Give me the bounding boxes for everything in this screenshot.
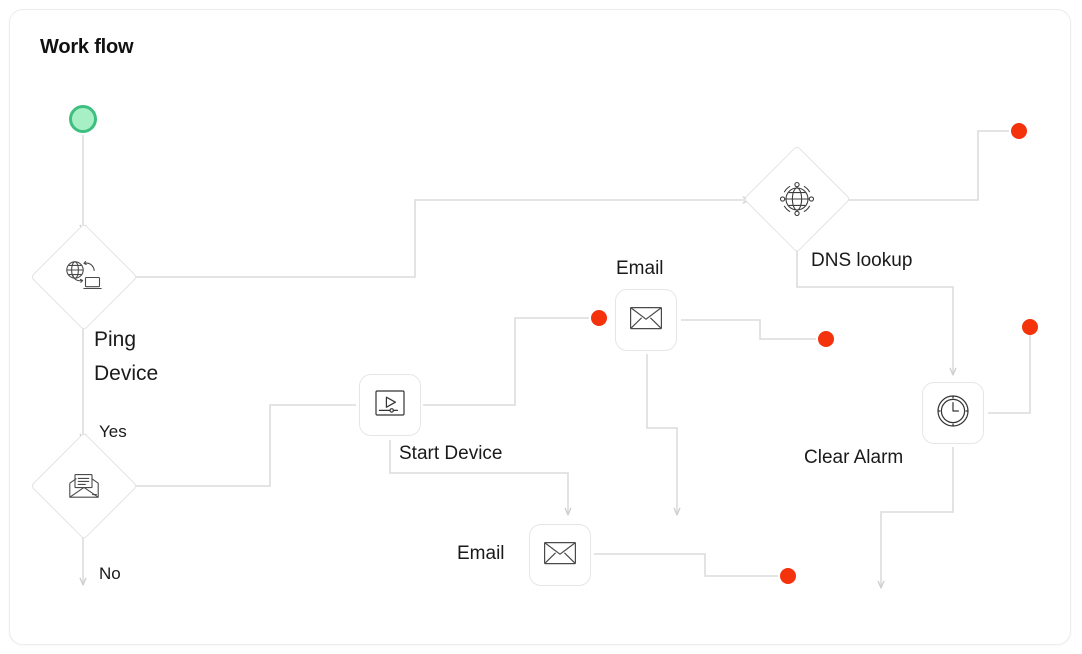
wire-start-device-to-email-bottom [389,440,568,515]
node-clear-alarm[interactable] [922,382,984,444]
wire-email-mid-to-dot [681,319,816,340]
clock-icon [936,394,970,433]
wire-email-to-start-device [126,404,356,487]
label-start-device: Start Device [399,443,503,464]
wire-email-mid-to-email-bottom [646,354,677,515]
start-circle-icon[interactable] [69,105,97,133]
label-clear-alarm: Clear Alarm [804,447,904,468]
node-ping-device[interactable] [30,223,138,331]
globe-laptop-icon [46,239,122,315]
end-dot-far-right[interactable] [1022,319,1038,335]
end-dot-email-left[interactable] [591,310,607,326]
node-email-decision[interactable] [30,432,138,540]
globe-network-icon [759,161,835,237]
wire-dns-to-dot-top [841,130,1009,201]
label-yes: Yes [99,422,127,441]
label-email-bottom: Email [457,543,505,564]
wire-clear-alarm-out [881,447,954,588]
node-email-bottom[interactable] [529,524,591,586]
envelope-icon [629,305,663,336]
wire-dns-to-clear-alarm [796,244,953,375]
label-dns-lookup: DNS lookup [811,250,913,271]
wire-ping-to-dns [126,200,750,278]
wire-start-device-to-dot [423,317,589,406]
wire-clear-alarm-to-dot [988,327,1031,414]
open-envelope-icon [46,448,122,524]
end-dot-bottom[interactable] [780,568,796,584]
end-dot-email-right[interactable] [818,331,834,347]
label-ping-device-line2: Device [94,362,159,385]
end-dot-top-right[interactable] [1011,123,1027,139]
label-email-mid: Email [616,258,664,279]
label-ping-device-line1: Ping [94,328,137,351]
wire-email-bottom-to-dot [594,553,778,577]
node-dns-lookup[interactable] [743,145,851,253]
play-device-icon [374,389,406,422]
envelope-icon [543,540,577,571]
label-no: No [99,564,121,583]
node-start-device[interactable] [359,374,421,436]
node-email-mid[interactable] [615,289,677,351]
page-title: Work flow [40,36,134,58]
